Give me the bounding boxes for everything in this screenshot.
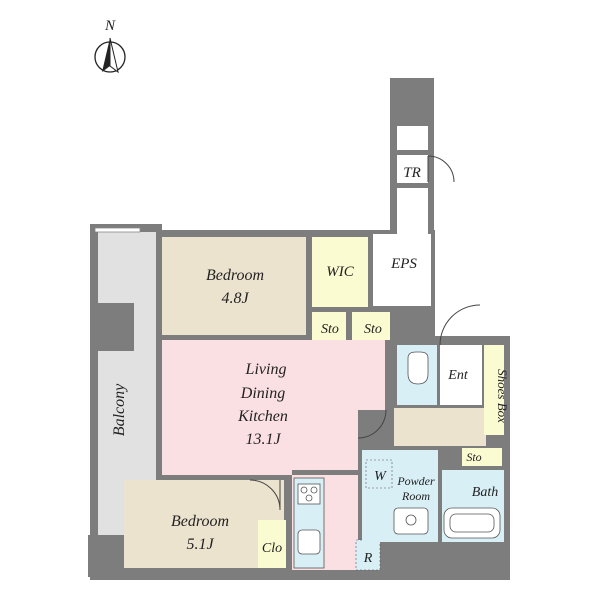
stove-icon <box>297 483 321 505</box>
clo-label: Clo <box>262 541 282 556</box>
hall-door-swing <box>357 409 387 439</box>
sto-3-label: Sto <box>466 450 481 464</box>
bedroom-1-area <box>162 237 306 335</box>
sto-3-area <box>462 448 502 466</box>
shoes-box-area <box>484 345 504 435</box>
eps-label: EPS <box>390 256 417 272</box>
bedroom-2-area <box>124 480 284 568</box>
powder-room-line-2: Room <box>401 489 430 503</box>
ent-area <box>440 345 482 405</box>
shoes-box-label: Shoes Box <box>495 369 510 423</box>
ldk-size: 13.1J <box>245 431 281 448</box>
bedroom-1-size: 4.8J <box>221 290 249 307</box>
wic-label: WIC <box>326 264 354 280</box>
corridor-area <box>397 188 428 234</box>
tr-area <box>397 155 428 183</box>
balcony-label: Balcony <box>111 383 128 436</box>
shaft <box>396 78 431 122</box>
ldk-area <box>162 340 385 475</box>
refrigerator-area <box>355 539 381 571</box>
north-arrow-icon <box>94 37 126 74</box>
bath-label: Bath <box>472 485 498 500</box>
shaft-opening <box>397 126 428 150</box>
ldk-line-2: Dining <box>240 385 285 402</box>
r-label: R <box>363 551 373 566</box>
ldk-line-3: Kitchen <box>237 408 288 425</box>
entrance-door-swing <box>439 304 481 346</box>
ldk-line-1: Living <box>245 361 287 378</box>
sto-2-area <box>352 312 390 340</box>
washer-area <box>365 459 393 489</box>
eps-area <box>373 234 431 306</box>
wic-area <box>312 237 368 307</box>
washbasin-icon <box>393 507 429 535</box>
clo-area <box>258 520 286 568</box>
bedroom-2-name: Bedroom <box>171 513 229 530</box>
sto-2-label: Sto <box>364 322 382 337</box>
tr-door-swing <box>427 155 455 183</box>
compass: N <box>94 18 126 74</box>
sto-1-label: Sto <box>321 322 339 337</box>
bedroom-1-name: Bedroom <box>206 267 264 284</box>
tr-label: TR <box>403 165 421 181</box>
compass-letter: N <box>104 18 116 34</box>
powder-room-line-1: Powder <box>396 474 435 488</box>
bedroom-2-size: 5.1J <box>186 536 214 553</box>
sto-1-area <box>312 312 346 340</box>
bathtub-icon <box>443 507 501 539</box>
ent-label: Ent <box>447 368 469 383</box>
toilet-icon <box>407 351 429 385</box>
sink-icon <box>297 529 321 555</box>
w-label: W <box>374 469 387 484</box>
hall-area <box>394 408 486 446</box>
